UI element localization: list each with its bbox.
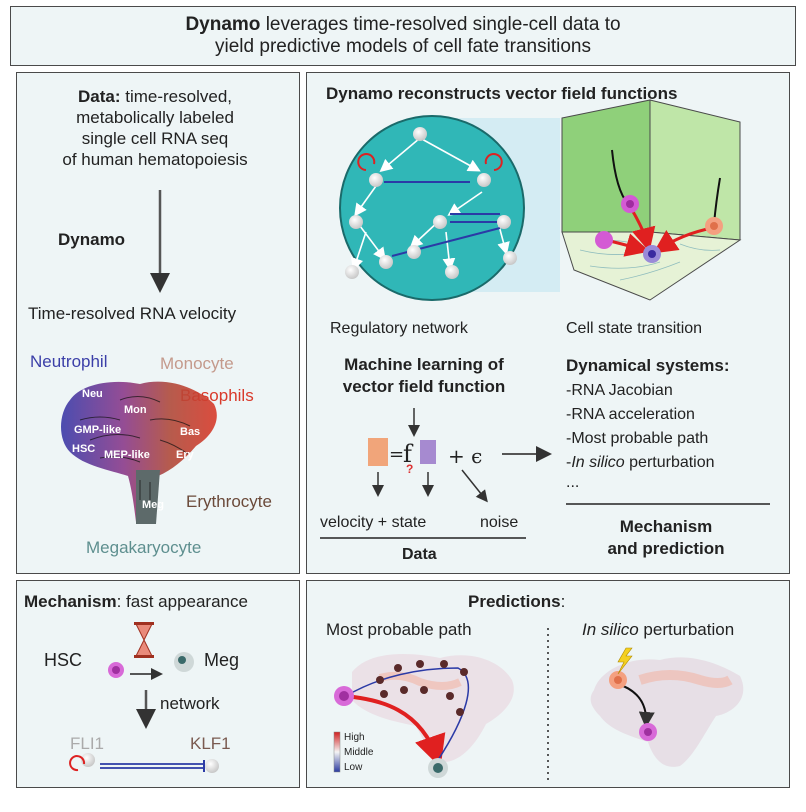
vector-title: Dynamo reconstructs vector field functio…	[326, 84, 678, 103]
cluster-mon: Mon	[124, 404, 147, 416]
data-label: Data:	[77, 87, 121, 106]
eq-plus-noise: + ϵ	[448, 444, 483, 468]
predictions-colon: :	[560, 592, 566, 611]
cluster-neu: Neu	[82, 388, 103, 400]
ml-title: Machine learning of vector field functio…	[324, 354, 524, 398]
legend-middle: Middle	[344, 747, 374, 758]
label-monocyte: Monocyte	[160, 354, 234, 373]
mech-network-label: network	[160, 694, 220, 713]
eq-equals: =	[389, 444, 405, 465]
dynamo-arrow-label: Dynamo	[58, 230, 126, 249]
header-line1: leverages time-resolved single-cell data…	[265, 14, 621, 35]
cluster-bas: Bas	[180, 426, 200, 438]
klf1-label: KLF1	[190, 734, 231, 753]
mechanism-rest: : fast appearance	[116, 592, 248, 611]
label-megakaryocyte: Megakaryocyte	[86, 538, 202, 557]
cluster-hsc: HSC	[72, 443, 95, 455]
mech-line2: and prediction	[607, 539, 725, 558]
data-label-bottom: Data	[402, 546, 437, 563]
ml-line1: Machine learning of	[344, 355, 504, 374]
mech-line1: Mechanism	[619, 517, 713, 536]
mech-prediction-label: Mechanism and prediction	[566, 516, 766, 560]
ds-ellipsis: ...	[566, 474, 580, 491]
regulatory-network-diagram	[339, 115, 560, 301]
eq-f: f	[403, 440, 412, 468]
eq-xdot-box	[368, 438, 388, 466]
mech-meg-label: Meg	[204, 650, 240, 670]
ds-item-acceleration: -RNA acceleration	[566, 406, 695, 423]
fli1-label: FLI1	[70, 734, 105, 753]
velocity-state-label: velocity + state	[320, 514, 427, 531]
predictions-title: Predictions:	[468, 592, 565, 612]
mpp-label: Most probable path	[326, 620, 472, 639]
hourglass-icon	[135, 623, 153, 657]
header-line2: yield predictive models of cell fate tra…	[215, 36, 591, 57]
ds-item-perturbation: -In silico perturbation	[566, 454, 715, 472]
data-line4: of human hematopoiesis	[62, 150, 248, 169]
cell-state-transition-label: Cell state transition	[566, 320, 703, 337]
eq-x-box	[420, 440, 436, 464]
data-description: Data: time-resolved, metabolically label…	[40, 86, 270, 170]
header-bold: Dynamo	[185, 14, 261, 35]
in-silico-label: In silico perturbation	[582, 620, 734, 640]
ds-in-silico: In silico	[571, 454, 625, 471]
mechanism-panel	[16, 580, 300, 788]
label-erythrocyte: Erythrocyte	[186, 492, 272, 511]
legend-high: High	[344, 732, 365, 743]
header-box	[10, 6, 796, 66]
legend-colorbar	[333, 731, 341, 773]
mechanism-bold: Mechanism	[24, 592, 117, 611]
ds-dash: -	[566, 454, 572, 471]
eq-question: ?	[406, 462, 414, 476]
predictions-bold: Predictions	[468, 592, 561, 611]
ds-title: Dynamical systems:	[566, 356, 730, 375]
mechanism-diagram	[69, 622, 219, 773]
velocity-title: Time-resolved RNA velocity	[28, 304, 237, 323]
ds-item-jacobian: -RNA Jacobian	[566, 382, 673, 399]
most-probable-path-diagram	[333, 653, 514, 778]
ml-line2: vector field function	[342, 377, 506, 396]
header-title: Dynamo leverages time-resolved single-ce…	[0, 14, 806, 58]
cluster-gmp: GMP-like	[74, 424, 121, 436]
in-silico-perturbation-diagram	[590, 647, 744, 767]
data-line3: single cell RNA seq	[81, 129, 229, 148]
in-silico-italic: In silico	[582, 620, 639, 639]
regulatory-network-label: Regulatory network	[330, 320, 468, 337]
ds-item-path: -Most probable path	[566, 430, 709, 447]
cell-state-transition-diagram	[561, 99, 742, 301]
mechanism-title: Mechanism: fast appearance	[24, 592, 248, 612]
data-line2: metabolically labeled	[76, 108, 234, 127]
ds-perturbation-word: perturbation	[629, 454, 715, 471]
mech-hsc-label: HSC	[44, 650, 83, 670]
noise-label: noise	[480, 514, 519, 531]
label-neutrophil: Neutrophil	[30, 352, 108, 371]
lightning-icon	[617, 647, 633, 675]
data-line1: time-resolved,	[125, 87, 232, 106]
cluster-mep: MEP-like	[104, 449, 150, 461]
in-silico-perturbation: perturbation	[643, 620, 735, 639]
cluster-meg: Meg	[142, 499, 164, 511]
cluster-ery: Ery	[176, 449, 195, 461]
legend-low: Low	[344, 762, 363, 773]
velocity-embedding: Neu Mon GMP-like Bas HSC MEP-like Ery Me…	[61, 381, 217, 524]
